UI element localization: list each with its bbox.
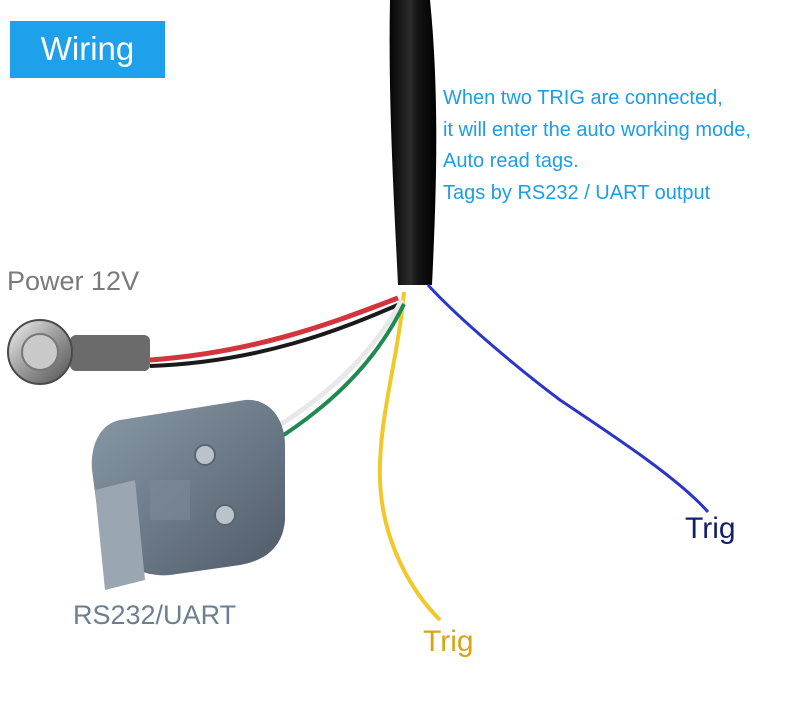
- description-line: it will enter the auto working mode,: [443, 118, 751, 141]
- power-label: Power 12V: [7, 266, 140, 296]
- blue-wire: [426, 283, 710, 513]
- rs232-label: RS232/UART: [73, 600, 237, 630]
- description-block: When two TRIG are connected, it will ent…: [443, 84, 751, 210]
- db9-connector: [91, 399, 285, 590]
- trig-blue-label: Trig: [685, 512, 736, 545]
- title-badge: Wiring: [10, 21, 165, 78]
- description-line: Auto read tags.: [443, 150, 579, 172]
- green-wire: [274, 303, 406, 442]
- red-wire: [149, 295, 399, 363]
- power-connector: [7, 319, 150, 385]
- description-line: Tags by RS232 / UART output: [443, 181, 711, 204]
- black-cable: [389, 0, 437, 285]
- white-wire: [270, 298, 405, 433]
- yellow-wire: [377, 291, 442, 622]
- black-wire: [149, 302, 401, 368]
- trig-yellow-label: Trig: [423, 625, 474, 658]
- title-text: Wiring: [40, 30, 135, 67]
- description-line: When two TRIG are connected,: [443, 87, 723, 109]
